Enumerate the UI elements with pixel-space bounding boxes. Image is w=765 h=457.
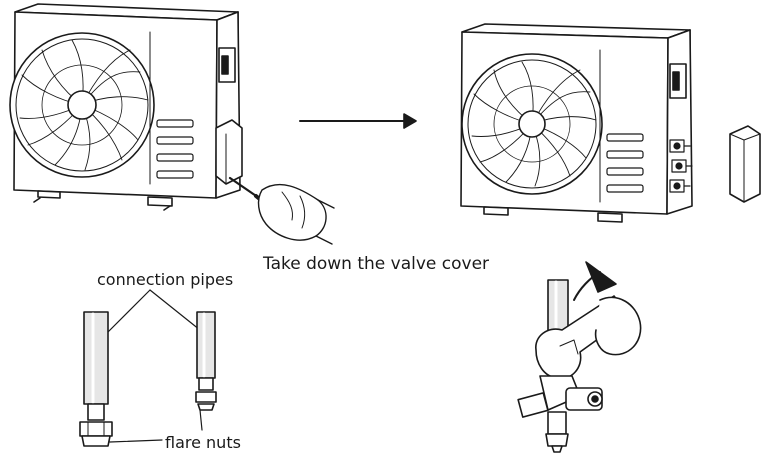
label-flare-nuts: flare nuts bbox=[165, 433, 241, 452]
connection-pipes-illustration bbox=[80, 290, 216, 446]
valve-cover bbox=[216, 120, 242, 184]
rotate-arrow-icon bbox=[586, 262, 616, 292]
removed-valve-cover bbox=[730, 126, 760, 202]
caption-take-down-cover: Take down the valve cover bbox=[263, 254, 489, 274]
direction-arrow bbox=[300, 114, 416, 128]
outdoor-unit-cover-removed bbox=[461, 24, 692, 222]
wrench-valve-illustration bbox=[518, 262, 641, 452]
outdoor-unit-with-cover bbox=[10, 4, 242, 210]
label-connection-pipes: connection pipes bbox=[97, 270, 233, 289]
hand-screwdriver-icon bbox=[230, 178, 334, 244]
